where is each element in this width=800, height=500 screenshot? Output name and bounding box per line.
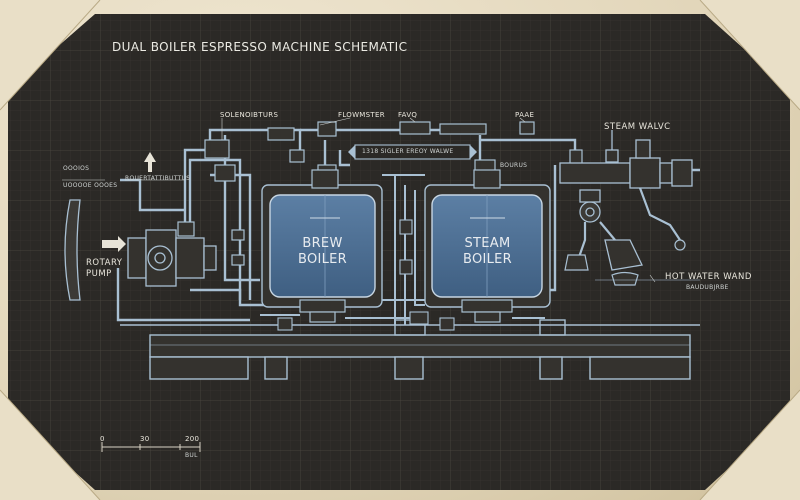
center-tag-label: 1318 SIGLER EREOY WALWE (362, 148, 454, 155)
steam-wand (576, 187, 681, 261)
steam-side-label: BOURUS (500, 162, 528, 169)
rotary-pump-label: ROTARY PUMP (86, 258, 123, 279)
middle-fittings (277, 219, 455, 331)
left-top-label: OOOIOS (63, 165, 90, 172)
gauge-label: ROUERTATTIBUTTUS (125, 175, 191, 182)
leader-lines (62, 117, 656, 283)
brew-boiler-shape (261, 169, 383, 323)
steam-valve-label: STEAM WALVC (604, 122, 671, 132)
inlet-arrow (102, 236, 126, 252)
flowmeter-label: FLOWMSTER (338, 111, 385, 119)
steam-boiler-shape (424, 169, 551, 323)
machine-base (120, 319, 700, 380)
scale-tick-30: 30 (140, 435, 150, 443)
steam-valve-assembly (559, 130, 693, 223)
hot-water-wand-sublabel: BAUDUBJRBE (686, 284, 729, 291)
solenoid-label: SOLENOIBTURS (220, 111, 279, 119)
flow-valve-label: FAVQ (398, 111, 418, 119)
hot-water-wand-label: HOT WATER WAND (665, 272, 752, 282)
scale-tick-200: 200 (185, 435, 200, 443)
reservoir-lens (64, 199, 81, 301)
steam-boiler-label: STEAM BOILER (462, 236, 513, 267)
brew-boiler-label: BREW BOILER (297, 236, 348, 267)
left-bottom-label: UOOOOE OOOES (63, 182, 118, 189)
scale-bar (101, 442, 201, 452)
rotary-pump (127, 229, 217, 287)
scale-tick-0: 0 (100, 435, 105, 443)
right-valve-label: PAAE (515, 111, 535, 119)
piping-middle (260, 174, 545, 325)
hot-water-nozzle (604, 239, 643, 271)
scale-unit: BUL (185, 452, 198, 459)
page-title: DUAL BOILER ESPRESSO MACHINE SCHEMATIC (112, 40, 408, 54)
up-arrow (144, 152, 156, 172)
left-fittings (177, 139, 305, 266)
